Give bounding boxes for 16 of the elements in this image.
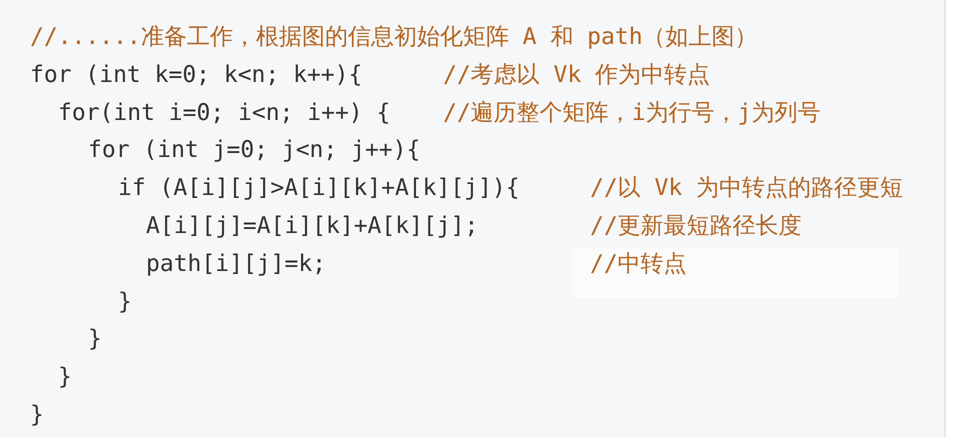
code-line: } [118,288,132,317]
code-line: for(int i=0; i<n; i++) { [58,98,390,128]
code-comment: //......准备工作，根据图的信息初始化矩阵 A 和 path（如上图） [30,23,758,52]
code-line: if (A[i][j]>A[i][k]+A[k][j]){ [118,174,520,204]
code-comment: //考虑以 Vk 作为中转点 [443,60,710,90]
code-comment: //遍历整个矩阵，i为行号，j为列号 [443,98,820,128]
code-line: for (int j=0; j<n; j++){ [88,136,420,166]
code-comment: //中转点 [590,250,687,279]
code-comment: //以 Vk 为中转点的路径更短 [590,174,904,204]
code-line: } [88,325,102,354]
code-comment: //更新最短路径长度 [590,212,802,241]
code-line: A[i][j]=A[i][k]+A[k][j]; [146,212,478,241]
code-line: } [58,363,72,392]
code-line: for (int k=0; k<n; k++){ [30,60,362,90]
code-line: path[i][j]=k; [146,250,326,279]
code-line: } [30,401,44,430]
